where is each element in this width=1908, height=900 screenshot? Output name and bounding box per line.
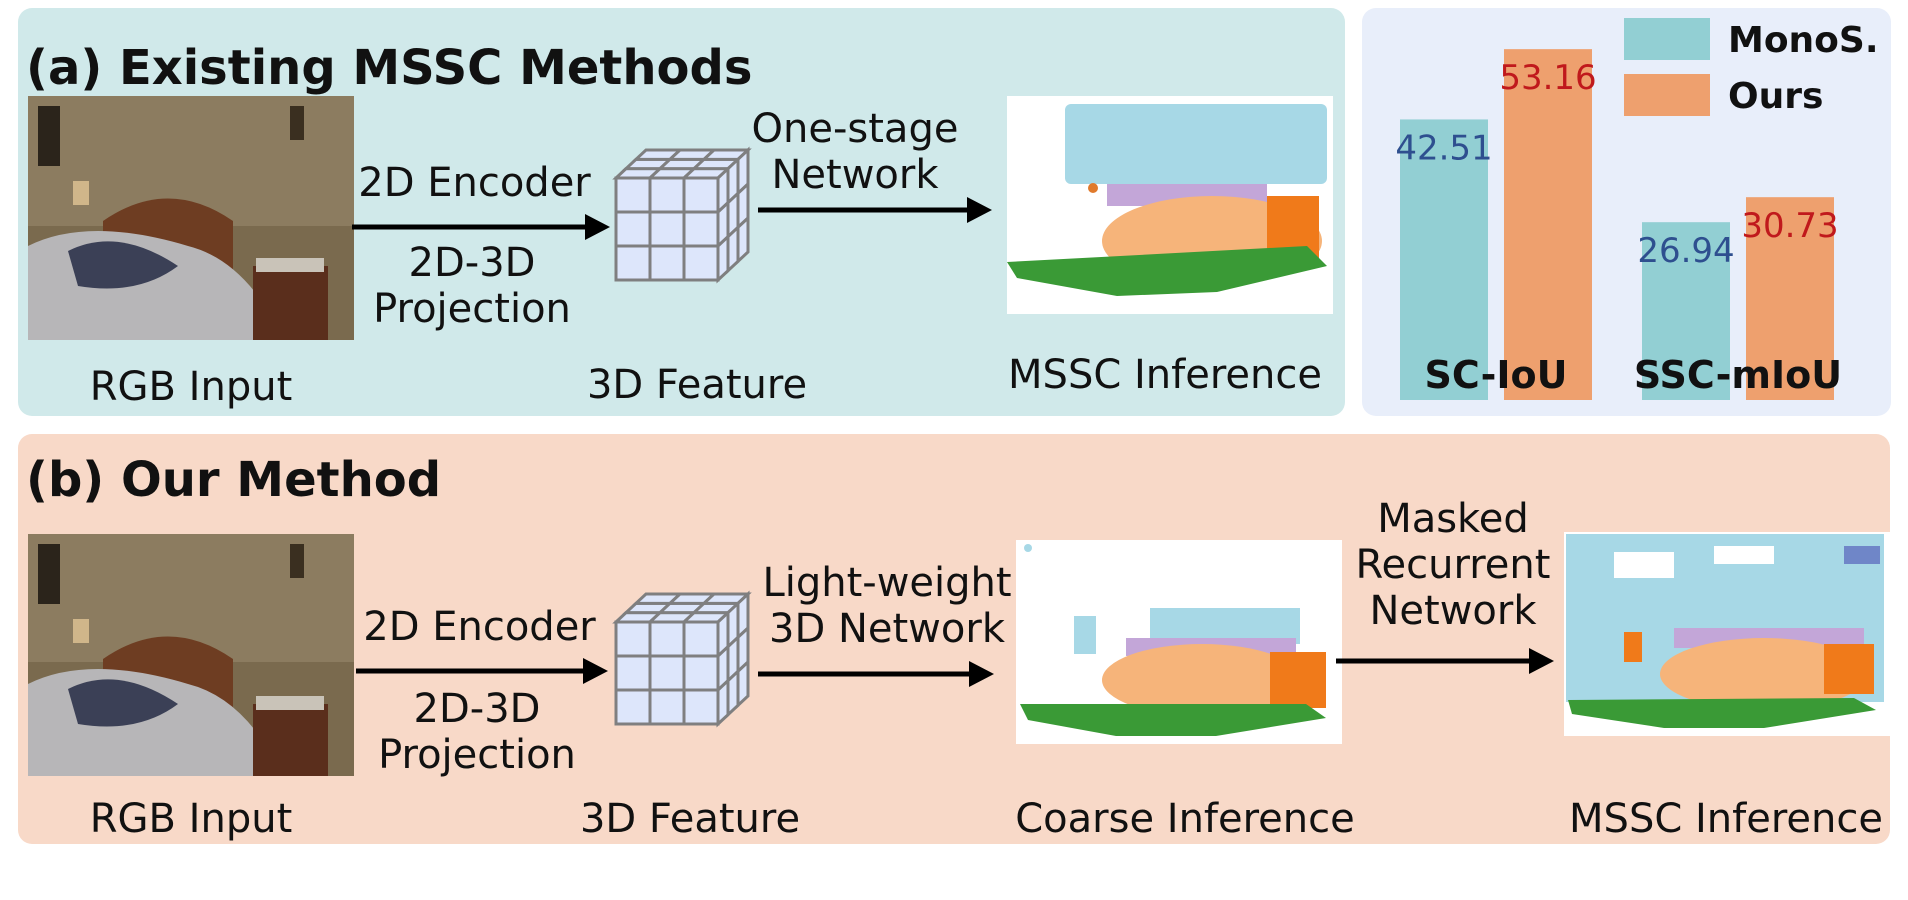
category-label: SC-IoU bbox=[1424, 353, 1567, 397]
rgb-input-image-a bbox=[28, 96, 354, 340]
bar-value-label: 26.94 bbox=[1637, 231, 1734, 271]
bar-ours-sc-iou bbox=[1504, 49, 1592, 400]
panel-a-title: (a) Existing MSSC Methods bbox=[26, 40, 753, 96]
encoder-label-b: 2D Encoder bbox=[363, 604, 596, 650]
legend-swatch bbox=[1624, 18, 1710, 60]
rgb-input-label-b: RGB Input bbox=[89, 796, 293, 842]
bar-monos-ssc-miou bbox=[1642, 222, 1730, 400]
legend-label: Ours bbox=[1728, 76, 1823, 117]
legend-label: MonoS. bbox=[1728, 20, 1879, 61]
coarse-inference-image bbox=[1016, 540, 1342, 744]
bar-monos-sc-iou bbox=[1400, 119, 1488, 401]
feature-label-a: 3D Feature bbox=[586, 362, 808, 408]
category-label: SSC-mIoU bbox=[1634, 353, 1842, 397]
bar-value-label: 53.16 bbox=[1499, 58, 1596, 98]
rgb-input-label-a: RGB Input bbox=[89, 364, 293, 410]
rgb-input-image-b bbox=[28, 534, 354, 776]
bar-value-label: 30.73 bbox=[1741, 206, 1838, 246]
bar-ours-ssc-miou bbox=[1746, 197, 1834, 400]
network-label-a: One-stage Network bbox=[751, 106, 959, 198]
coarse-inference-label: Coarse Inference bbox=[1015, 796, 1355, 842]
encoder-label-a: 2D Encoder bbox=[358, 160, 591, 206]
bar-value-label: 42.51 bbox=[1395, 128, 1492, 168]
network-label-b: Light-weight 3D Network bbox=[762, 560, 1012, 652]
projection-label-a: 2D-3D Projection bbox=[373, 240, 571, 332]
legend-swatch bbox=[1624, 74, 1710, 116]
mssc-inference-label-b: MSSC Inference bbox=[1569, 796, 1883, 842]
mssc-inference-image-b bbox=[1564, 532, 1890, 736]
projection-label-b: 2D-3D Projection bbox=[378, 686, 576, 778]
recurrent-network-label: Masked Recurrent Network bbox=[1355, 496, 1551, 634]
mssc-inference-label-a: MSSC Inference bbox=[1008, 352, 1322, 398]
panel-b-title: (b) Our Method bbox=[26, 452, 442, 508]
mssc-inference-image-a bbox=[1007, 96, 1333, 314]
feature-label-b: 3D Feature bbox=[579, 796, 801, 842]
